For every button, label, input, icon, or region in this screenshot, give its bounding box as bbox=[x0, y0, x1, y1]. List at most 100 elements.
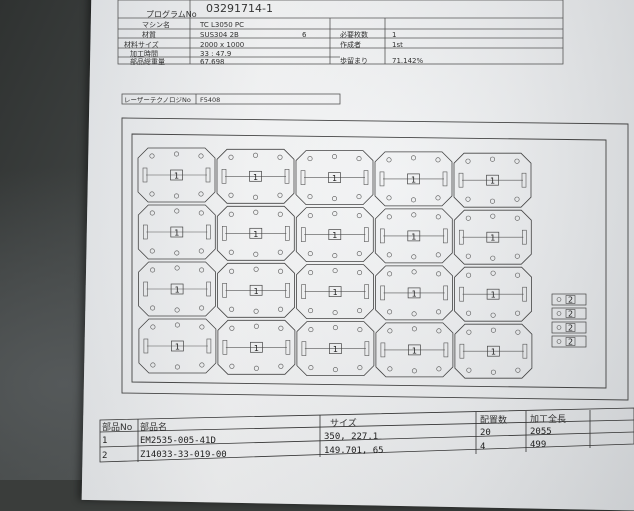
part-hole bbox=[150, 305, 156, 311]
part-hole bbox=[307, 251, 313, 257]
part-hole bbox=[229, 363, 235, 369]
part-hole bbox=[277, 211, 283, 217]
part-hole bbox=[410, 155, 416, 161]
part-hole bbox=[356, 156, 362, 162]
part-slot bbox=[284, 226, 290, 241]
part-hole bbox=[490, 213, 496, 219]
part-hole bbox=[149, 210, 155, 216]
header-length: 加工全長 bbox=[530, 413, 566, 425]
header-size: サイズ bbox=[330, 417, 357, 429]
part-slot bbox=[222, 339, 228, 355]
part-hole bbox=[332, 310, 338, 316]
part-hole bbox=[356, 251, 362, 257]
part-hole bbox=[514, 253, 520, 259]
part-outline bbox=[453, 152, 532, 208]
part-hole bbox=[277, 154, 283, 160]
part-hole bbox=[490, 369, 496, 375]
printed-document: プログラムNo 03291714-1 マシン名 TC L3050 PC 材質 S… bbox=[102, 0, 587, 461]
part-hole bbox=[466, 272, 472, 278]
part-hole bbox=[253, 194, 259, 200]
part-label-box bbox=[486, 288, 500, 300]
part-outline bbox=[374, 151, 453, 207]
total-weight-value: 67.698 bbox=[200, 58, 225, 66]
part-hole bbox=[515, 272, 521, 278]
laser-row: レーザーテクノロジNo F5408 bbox=[121, 93, 341, 105]
part-hole bbox=[150, 267, 156, 273]
part-hole bbox=[411, 368, 417, 374]
part-hole bbox=[174, 307, 180, 313]
part-hole bbox=[514, 158, 520, 164]
part-hole bbox=[436, 271, 442, 277]
part-label: 1 bbox=[411, 232, 416, 241]
parts-table-row-1: 1 EM2535-005-41D 350, 227.1 20 2055 bbox=[102, 427, 552, 446]
side-part-label-box bbox=[565, 309, 576, 318]
part-hole bbox=[253, 266, 259, 272]
part-outline bbox=[216, 148, 295, 204]
part-slot bbox=[284, 169, 290, 184]
part-hole bbox=[332, 367, 338, 373]
part-hole bbox=[278, 306, 284, 312]
part-label: 1 bbox=[412, 289, 417, 298]
part-slot bbox=[142, 167, 148, 183]
part-slot bbox=[380, 342, 386, 358]
part-hole bbox=[229, 306, 235, 312]
part-hole bbox=[199, 305, 205, 311]
part-hole bbox=[357, 308, 363, 314]
part-hole bbox=[514, 196, 520, 202]
part-slot bbox=[380, 285, 385, 301]
part-label: 1 bbox=[175, 343, 180, 352]
part-outline bbox=[295, 207, 374, 263]
machine-value: TC L3050 PC bbox=[199, 21, 244, 29]
material-value: SUS304 2B bbox=[200, 31, 239, 39]
material-thickness: 6 bbox=[302, 31, 307, 39]
part-slot bbox=[143, 224, 148, 240]
part-slot bbox=[442, 171, 448, 187]
part-outline bbox=[138, 261, 217, 317]
part-slot bbox=[206, 224, 211, 240]
part-outline bbox=[296, 264, 375, 320]
row2-count: 4 bbox=[480, 442, 485, 452]
part-outline bbox=[137, 147, 216, 203]
part-slot bbox=[206, 281, 211, 297]
part-hole bbox=[174, 364, 180, 370]
part-slot bbox=[521, 172, 527, 188]
part-outline bbox=[374, 208, 453, 264]
part-label-box bbox=[407, 173, 420, 185]
yield-value: 71.142% bbox=[392, 57, 423, 65]
part-label-box bbox=[170, 226, 184, 238]
part-hole bbox=[277, 249, 283, 255]
part-hole bbox=[387, 328, 393, 334]
parts-table-headers: 部品No 部品名 サイズ 配置数 加工全長 bbox=[102, 413, 566, 433]
part-label: 1 bbox=[490, 234, 495, 243]
part-hole bbox=[307, 213, 313, 219]
part-hole bbox=[149, 248, 155, 254]
part-slot bbox=[522, 286, 527, 302]
part-hole bbox=[490, 270, 496, 276]
side-part-hole bbox=[556, 297, 562, 302]
part-hole bbox=[465, 215, 471, 221]
part-hole bbox=[308, 365, 314, 371]
part-slot bbox=[443, 342, 449, 358]
side-part-outline bbox=[551, 293, 587, 306]
part-label: 1 bbox=[490, 177, 495, 186]
part-hole bbox=[228, 211, 234, 217]
part-outline bbox=[295, 150, 374, 206]
part-label-box bbox=[170, 283, 184, 295]
part-hole bbox=[308, 327, 314, 333]
part-hole bbox=[435, 195, 441, 201]
part-hole bbox=[199, 362, 205, 368]
part-hole bbox=[490, 255, 496, 261]
part-outline bbox=[216, 205, 295, 261]
row2-size: 149.701, 65 bbox=[324, 446, 384, 456]
part-label-box bbox=[249, 227, 263, 239]
part-hole bbox=[174, 193, 180, 199]
part-slot bbox=[300, 227, 306, 242]
part-hole bbox=[465, 253, 471, 259]
row1-size: 350, 227.1 bbox=[324, 432, 378, 442]
total-weight-label: 部品総重量 bbox=[130, 57, 165, 66]
part-hole bbox=[466, 310, 472, 316]
part-hole bbox=[357, 270, 363, 276]
part-label-box bbox=[171, 340, 184, 352]
part-hole bbox=[515, 310, 521, 316]
part-label-box bbox=[328, 172, 341, 183]
